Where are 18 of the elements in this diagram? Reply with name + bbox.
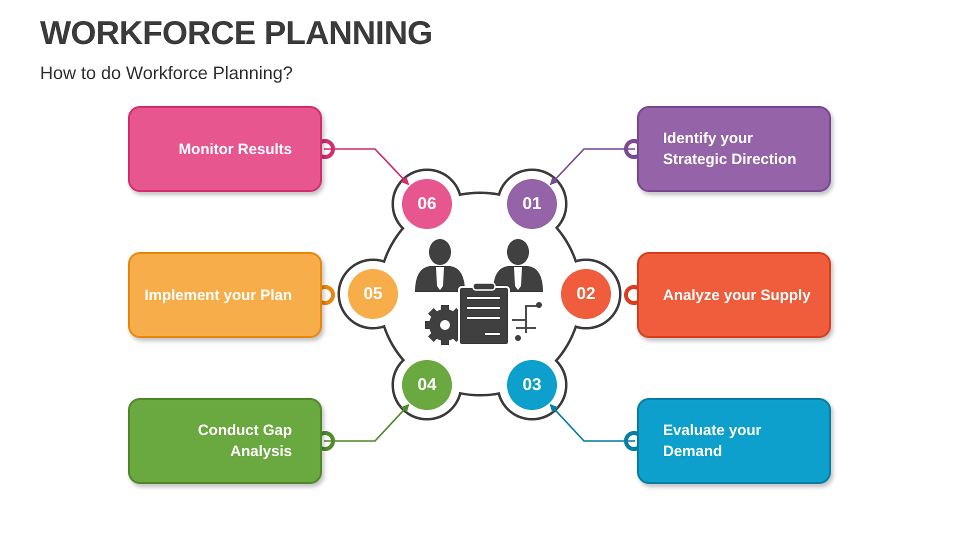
step-label: Implement your Plan bbox=[144, 286, 292, 306]
step-box bbox=[637, 398, 831, 484]
arrow bbox=[550, 404, 635, 442]
arrow bbox=[324, 404, 410, 442]
step-box bbox=[637, 106, 831, 192]
step-label: Conduct Gap Analysis bbox=[196, 421, 292, 462]
arrow bbox=[324, 148, 410, 186]
subtitle: How to do Workforce Planning? bbox=[40, 63, 293, 84]
arrow bbox=[550, 148, 635, 186]
step-box bbox=[128, 252, 322, 338]
step-label: Identify your Strategic Direction bbox=[663, 129, 798, 170]
step-box bbox=[637, 252, 831, 338]
title: WORKFORCE PLANNING bbox=[40, 14, 432, 52]
step-box bbox=[128, 398, 322, 484]
step-label: Analyze your Supply bbox=[663, 286, 811, 306]
step-label: Monitor Results bbox=[178, 140, 292, 160]
step-label: Evaluate your Demand bbox=[663, 421, 762, 462]
step-box bbox=[128, 106, 322, 192]
